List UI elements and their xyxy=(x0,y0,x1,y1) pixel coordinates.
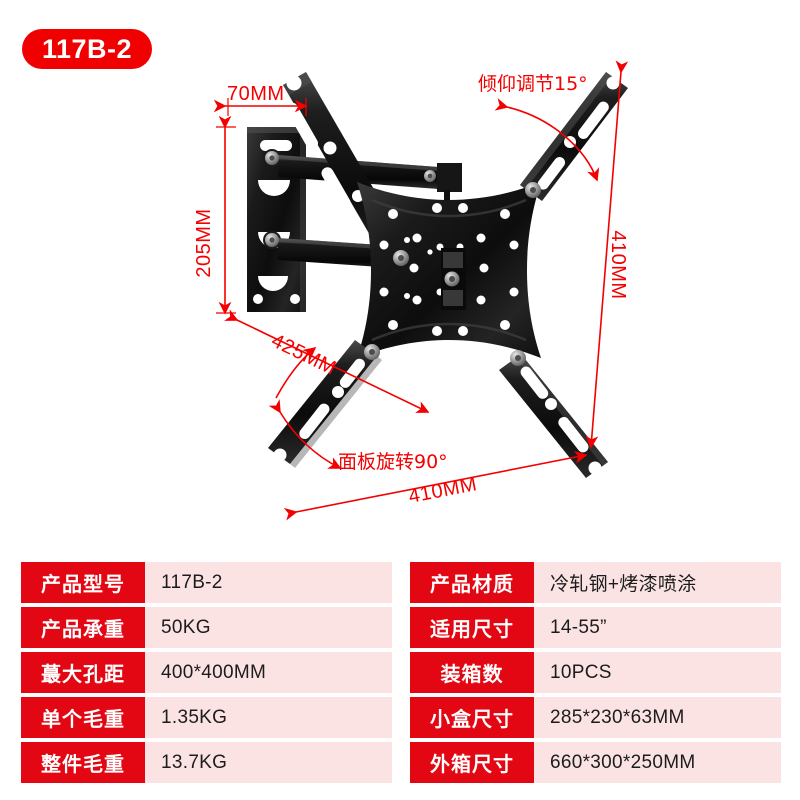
spec-key: 单个毛重 xyxy=(21,697,145,738)
dimension-205mm xyxy=(216,115,236,315)
spec-value: 117B-2 xyxy=(145,562,392,603)
spec-pair-right: 产品材质 冷轧钢+烤漆喷涂 xyxy=(410,562,781,603)
spec-pair-left: 整件毛重 13.7KG xyxy=(21,742,392,783)
spec-value: 14-55” xyxy=(534,607,781,648)
dimension-annotations xyxy=(213,60,629,521)
spec-value: 660*300*250MM xyxy=(534,742,781,783)
spec-pair-left: 产品承重 50KG xyxy=(21,607,392,648)
table-row: 蕞大孔距 400*400MM 装箱数 10PCS xyxy=(21,652,781,693)
spec-key: 整件毛重 xyxy=(21,742,145,783)
column-divider xyxy=(392,742,410,783)
tv-arm-lower-right xyxy=(499,350,608,478)
column-divider xyxy=(392,562,410,603)
table-row: 单个毛重 1.35KG 小盒尺寸 285*230*63MM xyxy=(21,697,781,738)
tilt-adjustment-arc xyxy=(494,98,600,182)
hinge-bolts xyxy=(265,151,436,266)
spec-key: 外箱尺寸 xyxy=(410,742,534,783)
table-row: 产品承重 50KG 适用尺寸 14-55” xyxy=(21,607,781,648)
label-410mm-height: 410MM xyxy=(607,230,629,299)
spec-value: 1.35KG xyxy=(145,697,392,738)
product-diagram: 70MM 205MM 425MM 410MM 410MM 倾仰调节15° 面板旋… xyxy=(193,60,629,521)
spec-value: 50KG xyxy=(145,607,392,648)
model-badge: 117B-2 xyxy=(22,29,152,69)
table-row: 产品型号 117B-2 产品材质 冷轧钢+烤漆喷涂 xyxy=(21,562,781,603)
dimension-425mm xyxy=(224,309,430,413)
spec-pair-left: 产品型号 117B-2 xyxy=(21,562,392,603)
spec-key: 产品承重 xyxy=(21,607,145,648)
dimension-70mm xyxy=(213,98,308,116)
table-row: 整件毛重 13.7KG 外箱尺寸 660*300*250MM xyxy=(21,742,781,783)
spec-pair-right: 适用尺寸 14-55” xyxy=(410,607,781,648)
spec-key: 产品型号 xyxy=(21,562,145,603)
dimension-410mm-height xyxy=(585,60,629,449)
spec-key: 小盒尺寸 xyxy=(410,697,534,738)
spec-key: 产品材质 xyxy=(410,562,534,603)
column-divider xyxy=(392,652,410,693)
spec-pair-right: 装箱数 10PCS xyxy=(410,652,781,693)
spec-pair-right: 外箱尺寸 660*300*250MM xyxy=(410,742,781,783)
spec-pair-left: 单个毛重 1.35KG xyxy=(21,697,392,738)
spec-value: 400*400MM xyxy=(145,652,392,693)
spec-value: 13.7KG xyxy=(145,742,392,783)
spec-key: 装箱数 xyxy=(410,652,534,693)
specification-table: 产品型号 117B-2 产品材质 冷轧钢+烤漆喷涂 产品承重 50KG 适用尺寸… xyxy=(21,562,781,783)
column-divider xyxy=(392,697,410,738)
dimension-410mm-width xyxy=(283,450,588,521)
spec-value: 冷轧钢+烤漆喷涂 xyxy=(534,562,781,603)
label-tilt-adjustment: 倾仰调节15° xyxy=(478,73,588,95)
spec-key: 蕞大孔距 xyxy=(21,652,145,693)
bracket-hardware xyxy=(247,72,628,478)
upper-extension-arm xyxy=(278,155,452,190)
spec-pair-left: 蕞大孔距 400*400MM xyxy=(21,652,392,693)
label-205mm: 205MM xyxy=(193,208,215,277)
spec-value: 10PCS xyxy=(534,652,781,693)
label-410mm-width: 410MM xyxy=(407,473,479,508)
label-swivel-rotation: 面板旋转90° xyxy=(338,451,448,473)
spec-value: 285*230*63MM xyxy=(534,697,781,738)
column-divider xyxy=(392,607,410,648)
spec-key: 适用尺寸 xyxy=(410,607,534,648)
label-70mm: 70MM xyxy=(227,83,285,105)
label-425mm: 425MM xyxy=(268,330,340,380)
spec-pair-right: 小盒尺寸 285*230*63MM xyxy=(410,697,781,738)
vesa-center-plate xyxy=(357,182,541,358)
swivel-rotation-arc xyxy=(268,347,342,469)
